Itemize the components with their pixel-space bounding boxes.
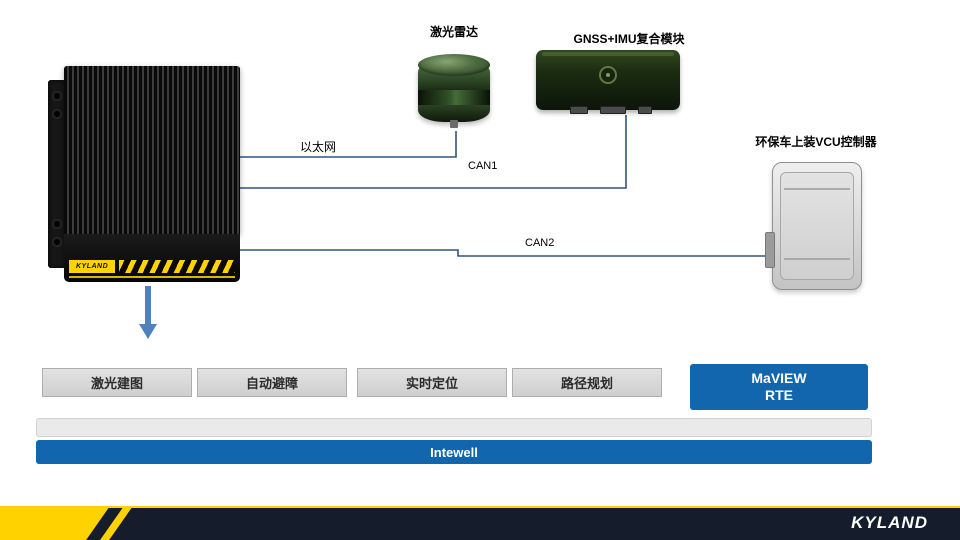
lidar-top-cap — [418, 54, 490, 76]
feature-box-path-planning: 路径规划 — [512, 368, 662, 397]
kyland-brand-badge: KYLAND — [69, 260, 116, 273]
vcu-inner-panel — [780, 172, 854, 280]
bracket-hole — [53, 220, 61, 228]
maview-rte-box: MaVIEW RTE — [690, 364, 868, 410]
can2-wire — [238, 249, 772, 257]
gnss-connector — [570, 106, 588, 114]
can2-label: CAN2 — [525, 237, 555, 249]
industrial-computer-image: KYLAND — [48, 66, 240, 282]
footer-yellow-wedge — [0, 506, 110, 540]
yellow-hatch-stripe — [119, 260, 235, 273]
lidar-image — [414, 54, 494, 132]
lidar-sensor-band — [418, 90, 490, 105]
footer-band: KYLAND — [0, 506, 960, 540]
vcu-connector-tab — [765, 232, 775, 268]
maview-line1: MaVIEW — [751, 369, 807, 386]
kyland-logo: KYLAND — [851, 513, 928, 532]
gnss-imu-label: GNSS+IMU复合模块 — [573, 32, 685, 46]
lidar-base-stem — [450, 120, 458, 128]
gnss-connector — [600, 106, 626, 114]
bracket-hole — [53, 238, 61, 246]
can1-label: CAN1 — [468, 160, 498, 172]
bracket-hole — [53, 92, 61, 100]
feature-box-realtime-positioning: 实时定位 — [357, 368, 507, 397]
vcu-controller-image — [765, 162, 862, 290]
feature-box-laser-mapping: 激光建图 — [42, 368, 192, 397]
mounting-bracket — [48, 80, 66, 268]
middleware-bar — [36, 418, 872, 437]
gnss-top-edge — [542, 52, 674, 56]
lidar-label: 激光雷达 — [429, 25, 478, 39]
vcu-label: 环保车上装VCU控制器 — [755, 135, 877, 149]
feature-box-obstacle-avoidance: 自动避障 — [197, 368, 347, 397]
yellow-accent-line — [69, 276, 235, 278]
gnss-emblem — [599, 66, 617, 84]
intewell-bar: Intewell — [36, 440, 872, 464]
heatsink-fins — [64, 66, 240, 234]
computer-base-panel: KYLAND — [64, 234, 240, 282]
down-arrow — [139, 286, 157, 339]
bracket-hole — [53, 110, 61, 118]
can1-wire — [238, 115, 627, 189]
vcu-ridge — [784, 188, 850, 190]
ethernet-wire — [238, 131, 457, 158]
maview-line2: RTE — [765, 387, 793, 403]
gnss-imu-module-image — [536, 50, 680, 114]
footer-yellow-topline — [0, 506, 960, 508]
vcu-ridge — [784, 258, 850, 260]
ethernet-label: 以太网 — [300, 140, 337, 154]
gnss-connector — [638, 106, 652, 114]
